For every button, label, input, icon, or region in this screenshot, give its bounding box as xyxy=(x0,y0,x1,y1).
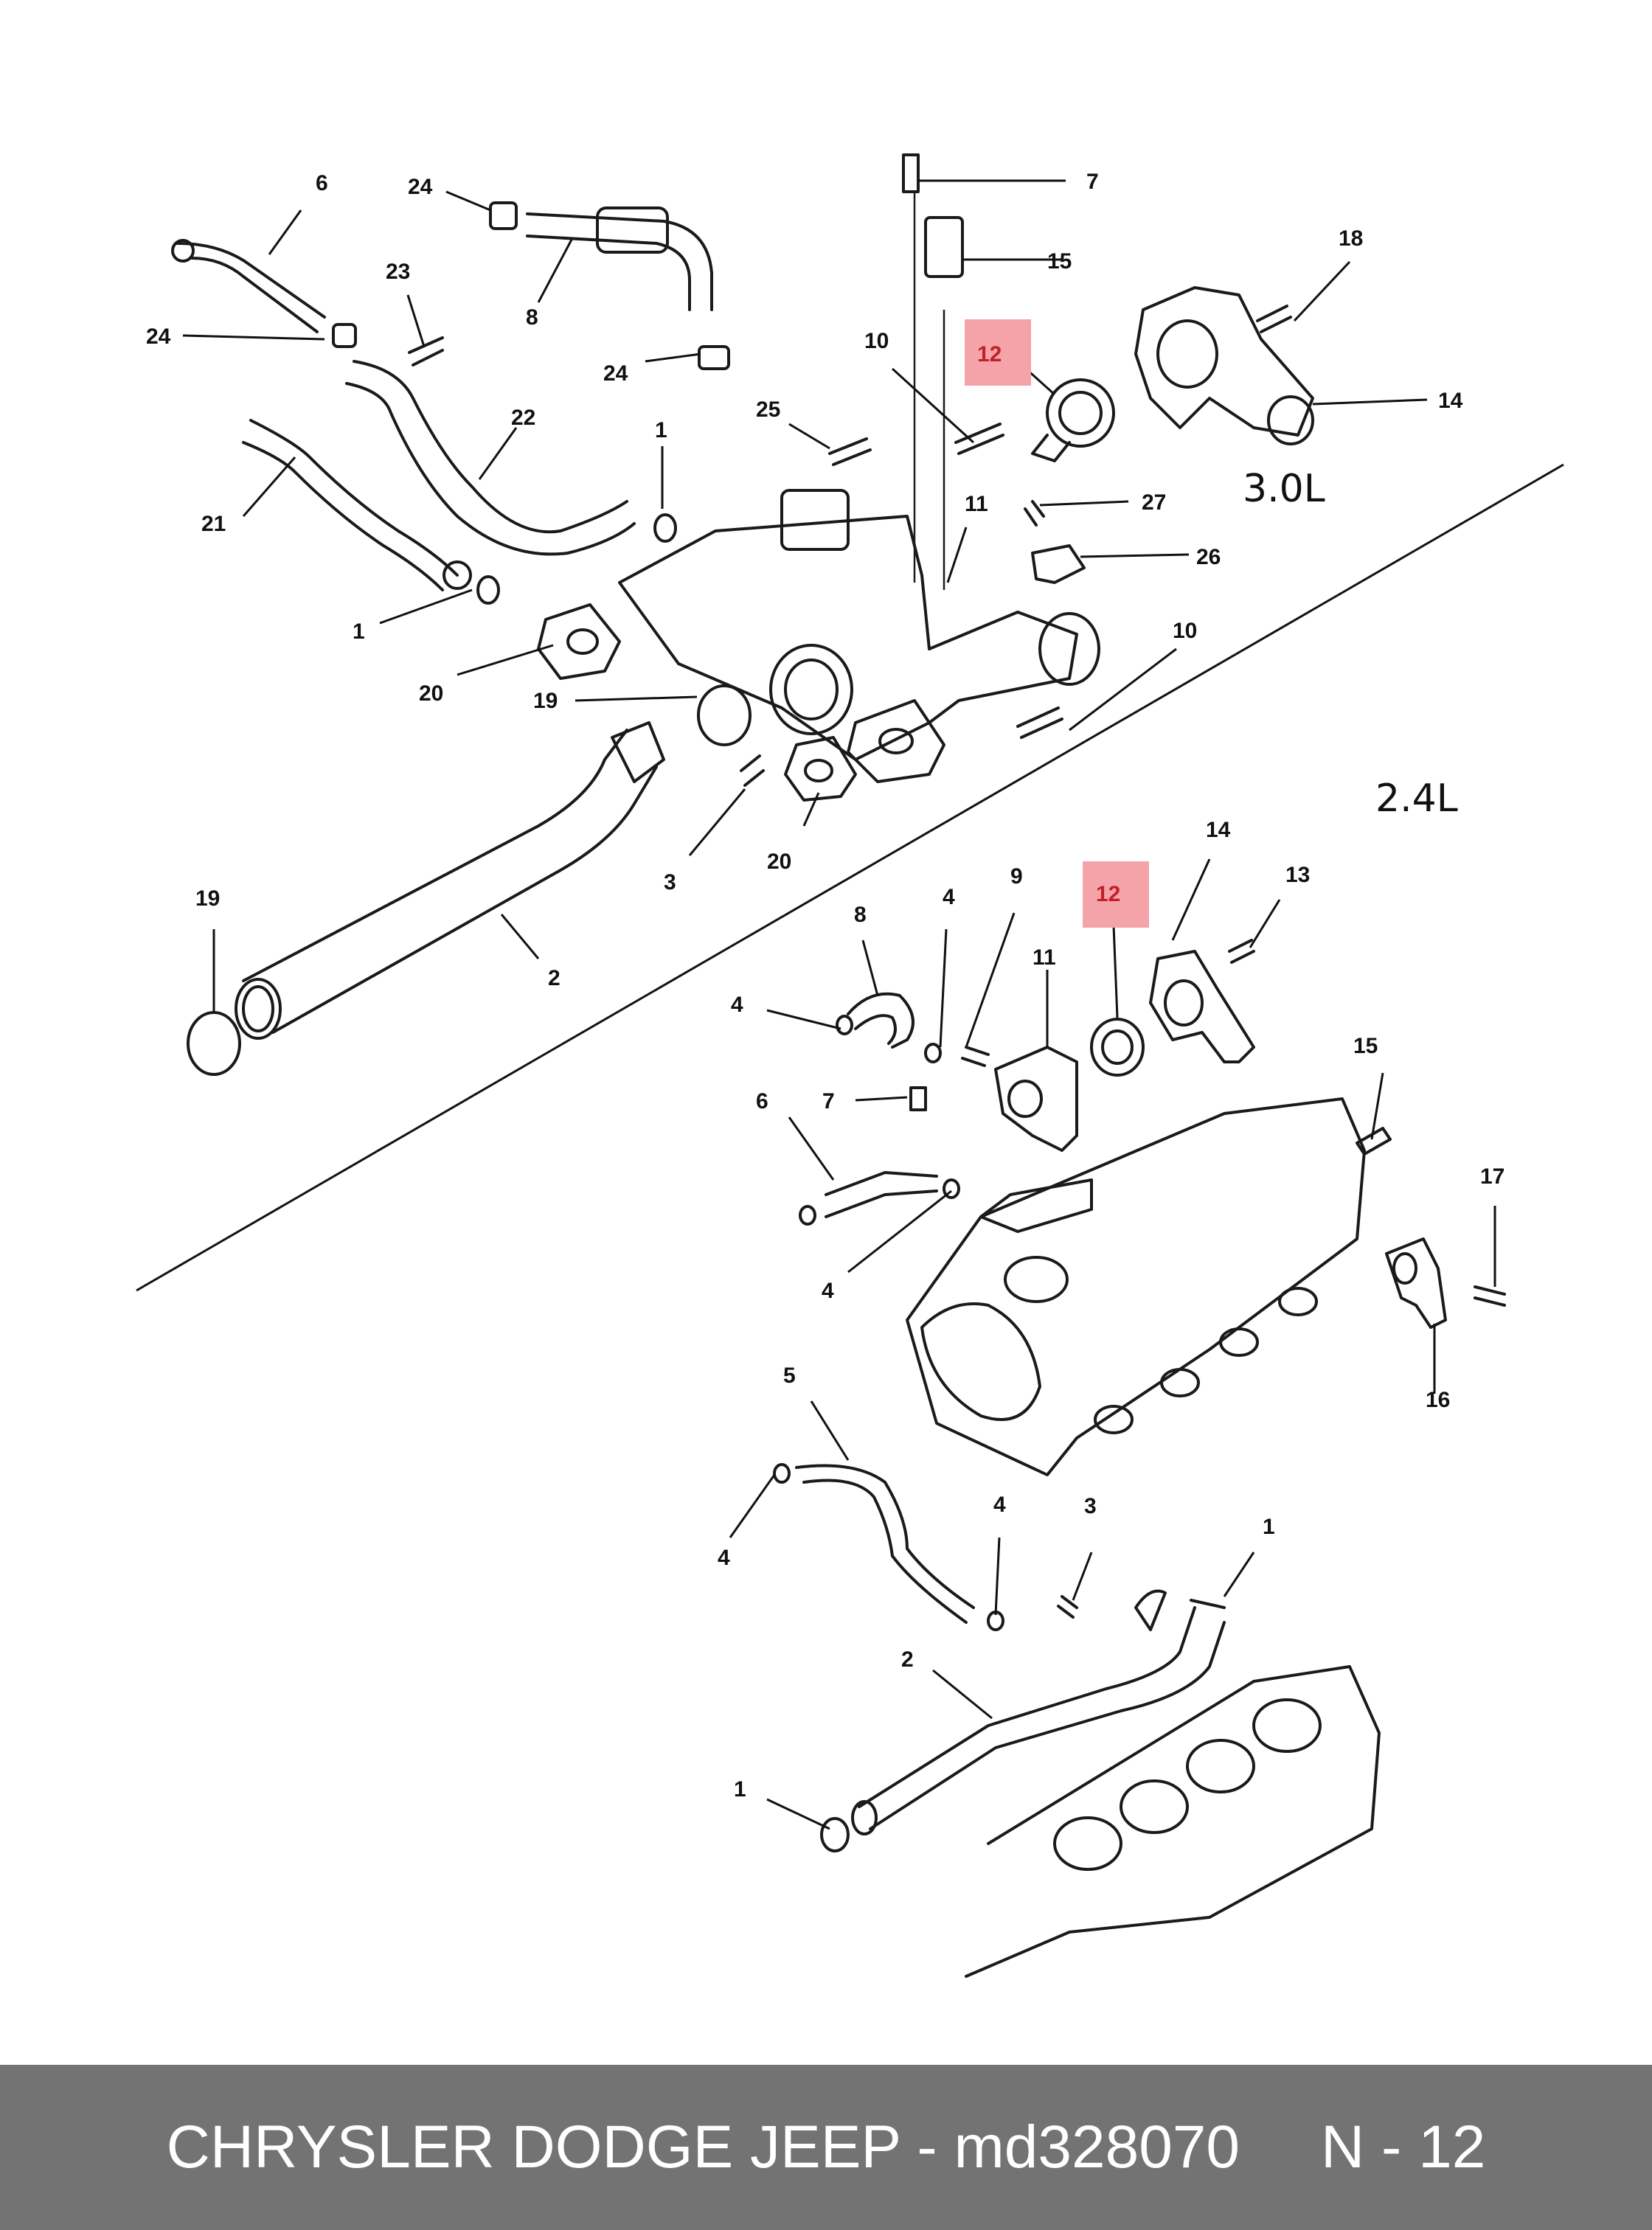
callout-1: 1 xyxy=(655,418,667,442)
callout-22: 22 xyxy=(511,406,535,430)
footer-bar: CHRYSLER DODGE JEEP - md328070 N - 12 xyxy=(0,2065,1652,2230)
callout-5: 5 xyxy=(783,1364,796,1388)
footer-page-number: N - 12 xyxy=(1321,2113,1486,2181)
callout-25: 25 xyxy=(756,397,780,422)
callout-4: 4 xyxy=(993,1493,1006,1517)
callout-19: 19 xyxy=(533,689,558,713)
callout-20: 20 xyxy=(767,850,791,874)
callouts-2-4l: 14 13 12 8 4 9 11 4 6 7 15 17 4 16 5 4 4… xyxy=(718,818,1504,1802)
callout-24: 24 xyxy=(408,175,433,199)
callout-2: 2 xyxy=(548,966,560,990)
callouts-3-0l: 6 24 8 24 23 22 1 24 21 1 25 20 19 19 2 … xyxy=(146,170,1463,990)
callout-3: 3 xyxy=(1084,1494,1097,1518)
callout-10: 10 xyxy=(1173,619,1197,643)
callout-10: 10 xyxy=(864,329,889,353)
callout-8: 8 xyxy=(526,305,538,330)
highlight-box-12-3-0l xyxy=(965,319,1031,386)
callout-24: 24 xyxy=(146,324,171,349)
section-divider xyxy=(136,463,1564,1292)
callout-9: 9 xyxy=(1010,864,1023,889)
callout-13: 13 xyxy=(1285,863,1310,887)
callout-12: 12 xyxy=(1096,882,1120,906)
callout-1: 1 xyxy=(734,1777,746,1802)
cooling-assembly-2-4l xyxy=(773,939,1506,1978)
cooling-assembly-3-0l xyxy=(171,153,1314,1076)
callout-12: 12 xyxy=(977,342,1002,367)
highlight-box-12-2-4l xyxy=(1083,861,1149,928)
callout-14: 14 xyxy=(1206,818,1231,842)
callout-23: 23 xyxy=(386,260,410,284)
parts-diagram: 3.0L 2.4L xyxy=(136,153,1564,1978)
callout-3: 3 xyxy=(664,870,676,895)
engine-label-3-0l: 3.0L xyxy=(1243,467,1325,511)
callout-4: 4 xyxy=(731,993,743,1017)
leader-lines xyxy=(182,179,1496,1830)
callout-20: 20 xyxy=(419,681,443,706)
callout-4: 4 xyxy=(943,885,955,909)
callout-18: 18 xyxy=(1339,226,1363,251)
callout-1: 1 xyxy=(353,619,365,644)
callout-15: 15 xyxy=(1353,1034,1378,1058)
callout-19: 19 xyxy=(195,886,220,911)
callout-4: 4 xyxy=(822,1279,834,1303)
callout-6: 6 xyxy=(756,1089,768,1114)
callout-8: 8 xyxy=(854,903,867,927)
engine-label-2-4l: 2.4L xyxy=(1375,777,1458,821)
callout-4: 4 xyxy=(718,1546,730,1570)
callout-24: 24 xyxy=(603,361,628,386)
callout-7: 7 xyxy=(1086,170,1099,194)
footer-part-info: CHRYSLER DODGE JEEP - md328070 xyxy=(166,2113,1240,2181)
callout-15: 15 xyxy=(1047,249,1072,274)
callout-11: 11 xyxy=(1032,945,1056,970)
callout-26: 26 xyxy=(1196,545,1221,569)
callout-7: 7 xyxy=(822,1089,835,1114)
callout-11: 11 xyxy=(965,492,988,516)
callout-14: 14 xyxy=(1438,389,1463,413)
callout-21: 21 xyxy=(201,512,226,536)
callout-27: 27 xyxy=(1142,490,1166,515)
callout-1: 1 xyxy=(1263,1515,1275,1539)
callout-16: 16 xyxy=(1426,1388,1450,1412)
callout-17: 17 xyxy=(1480,1164,1504,1189)
callout-2: 2 xyxy=(901,1647,914,1672)
callout-6: 6 xyxy=(316,171,328,195)
